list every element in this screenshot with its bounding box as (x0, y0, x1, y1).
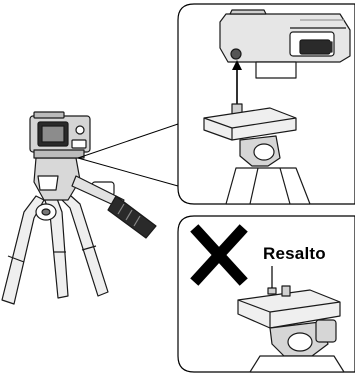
protrusion-label: Resalto (263, 244, 326, 264)
camera-small (30, 112, 90, 158)
callout-wedge (78, 124, 178, 186)
tripod-legs (2, 188, 108, 304)
panel-correct-mounting (178, 4, 355, 204)
protrusion-marker (268, 288, 276, 294)
camera-on-tripod-illustration (2, 112, 156, 304)
tripod-socket-icon (231, 49, 241, 59)
panel-wrong-mounting (178, 216, 355, 372)
